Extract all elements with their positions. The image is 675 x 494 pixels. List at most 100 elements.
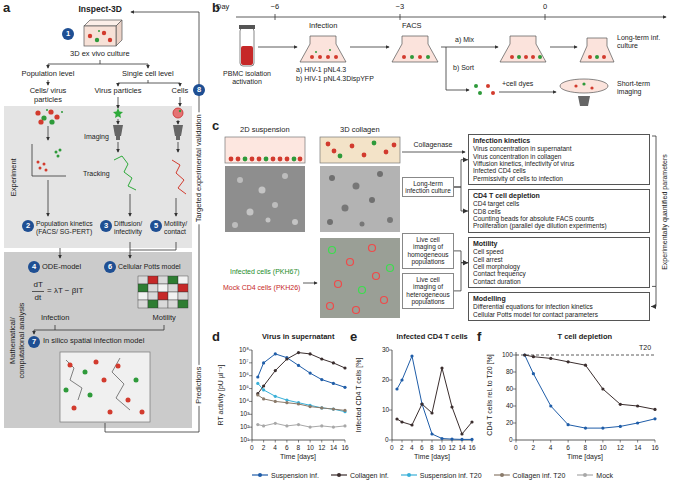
- data-point: [256, 423, 259, 426]
- legend-swatch: [331, 471, 347, 479]
- text-label: a) Mix: [455, 36, 474, 44]
- culture-flask: [300, 36, 346, 62]
- microscope-icon: [176, 136, 180, 140]
- flow-arrow: [100, 64, 148, 68]
- process-box: Long-term infection culture: [402, 177, 454, 198]
- imaging-dish: [578, 96, 590, 106]
- data-line: [525, 355, 655, 428]
- tick-label: 16: [652, 444, 659, 451]
- micrograph: [225, 166, 305, 232]
- cell-dots: [486, 84, 490, 88]
- figure-title: Inspect-3D: [79, 5, 122, 15]
- micrograph: [327, 303, 334, 310]
- tick-label: −6: [271, 3, 280, 12]
- parameter-box: ModellingDifferential equations for infe…: [468, 292, 650, 321]
- potts-model: [138, 292, 148, 300]
- data-point: [619, 403, 622, 406]
- potts-model: [178, 284, 188, 292]
- tick-label: 10: [439, 444, 446, 451]
- tick-label: 14: [634, 444, 641, 451]
- text-label: 2D suspension: [240, 126, 290, 135]
- axis-title: Time [days]: [280, 453, 316, 461]
- legend-swatch: [494, 471, 510, 479]
- cell-dots: [338, 154, 343, 159]
- node-text: Experiment: [10, 132, 19, 222]
- data-point: [601, 387, 604, 390]
- data-point: [440, 437, 443, 440]
- text-label: Imaging: [84, 133, 109, 141]
- data-point: [636, 421, 639, 424]
- tick-label: 8: [297, 444, 301, 451]
- text-label: Single cell level: [122, 70, 174, 79]
- data-point: [450, 438, 453, 441]
- cell-cluster: [35, 109, 63, 125]
- potts-model: [138, 276, 148, 284]
- text-label: Motility: [153, 314, 176, 323]
- microscope-icon: [173, 125, 183, 136]
- tick-label: 10: [599, 444, 606, 451]
- cell-dots: [372, 141, 377, 146]
- text-label: Tracking: [83, 170, 110, 178]
- node-text: Contact frequency: [473, 270, 645, 277]
- panel-letter: c: [212, 119, 219, 134]
- facs-plot: [32, 144, 66, 176]
- cell-dots: [332, 149, 337, 154]
- data-point: [410, 354, 413, 357]
- node-text: Live cell imaging of heterogeneous popul…: [405, 276, 451, 306]
- micrograph: [347, 259, 354, 266]
- text-label: Motility/ contact: [164, 220, 192, 236]
- flow-arrow: [60, 248, 61, 258]
- step-number: 5: [150, 220, 162, 232]
- micrograph: [282, 173, 288, 179]
- node-text: CD4 target cells: [473, 200, 645, 207]
- micrograph: [353, 307, 360, 314]
- data-line: [397, 356, 472, 439]
- cell-dots: [474, 84, 478, 88]
- data-point: [460, 438, 463, 441]
- tick-label: 14: [330, 444, 337, 451]
- culture-icon: [102, 31, 106, 35]
- step-circle: [193, 84, 205, 96]
- in-silico-model: [126, 398, 131, 403]
- culture-flask: [500, 36, 546, 62]
- step-circle: [62, 28, 74, 40]
- data-point: [309, 426, 312, 429]
- flow-arrow: [148, 83, 180, 86]
- tick-label: 10: [307, 444, 314, 451]
- cell-dots: [595, 55, 599, 59]
- micrograph: [272, 202, 278, 208]
- text-label: Cells/ virus particles: [20, 87, 76, 104]
- flow-arrow: [130, 242, 176, 250]
- axis-title: Time [days]: [567, 453, 603, 461]
- tick-label: 16: [469, 444, 476, 451]
- imaging-dish: [560, 79, 608, 93]
- in-silico-model: [64, 388, 69, 393]
- connector: [454, 187, 468, 213]
- data-point: [256, 393, 259, 396]
- tick-label: 100: [502, 351, 513, 358]
- potts-model: [158, 292, 168, 300]
- potts-model: [168, 284, 178, 292]
- node-text: Modelling: [473, 295, 645, 303]
- micrograph: [359, 287, 366, 294]
- tick-label: −3: [396, 3, 405, 12]
- data-point: [262, 424, 265, 427]
- text-label: Cells: [172, 87, 189, 96]
- micrograph: [353, 183, 360, 190]
- tick-label: 10⁷: [239, 358, 249, 365]
- flow-arrow: [48, 180, 49, 216]
- micrograph: [247, 209, 254, 216]
- cell-dots: [271, 157, 276, 162]
- in-silico-model: [88, 393, 93, 398]
- data-point: [343, 366, 346, 369]
- imaging-dish: [560, 79, 608, 106]
- connector: [454, 157, 468, 187]
- text-label: Diffusion/ infectivity: [114, 220, 148, 236]
- data-point: [601, 427, 604, 430]
- facs-plot: [39, 167, 42, 170]
- facs-plot: [45, 169, 48, 172]
- data-line: [258, 383, 345, 411]
- step-number: 4: [28, 261, 40, 273]
- panel-letter: f: [477, 330, 481, 345]
- culture-icon: [95, 38, 99, 42]
